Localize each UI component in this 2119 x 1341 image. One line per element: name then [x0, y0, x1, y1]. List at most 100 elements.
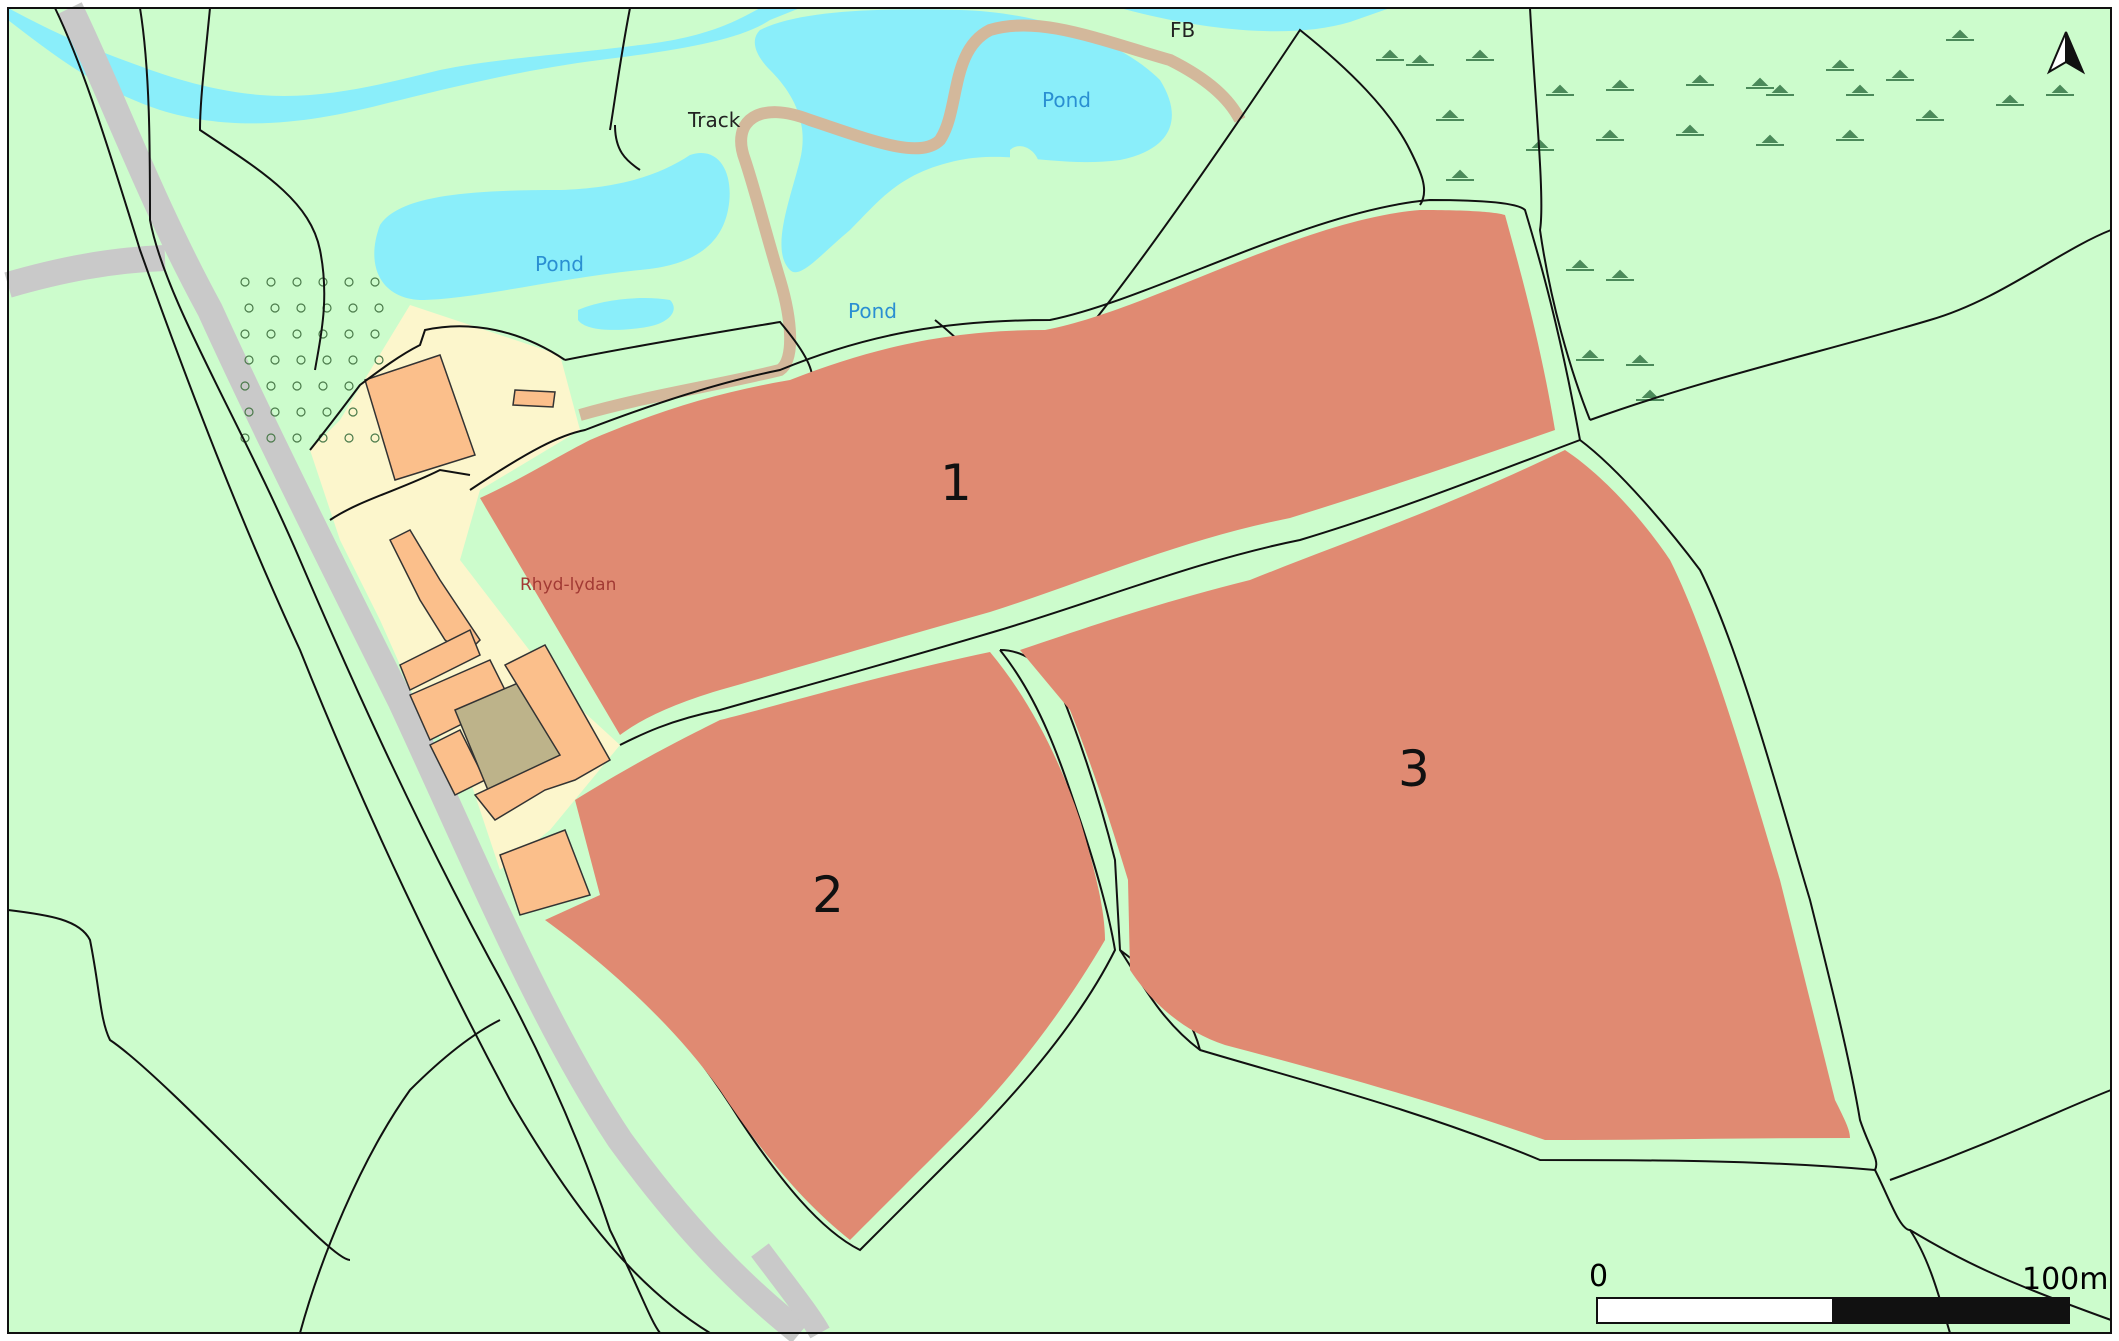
- pond-west-shape: [374, 153, 730, 300]
- woodland-tree-icon: [2046, 84, 2074, 96]
- woodland-tree-icon: [1746, 77, 1774, 89]
- scale-bar: 0 100m: [1589, 1259, 2108, 1324]
- orchard-tree-icon: [270, 303, 280, 313]
- building-shed-long: [473, 644, 612, 821]
- boundary-west-field: [7, 909, 351, 1261]
- parcel-3-label: 3: [1398, 740, 1430, 798]
- orchard-tree-icon: [266, 381, 276, 391]
- boundary-road-east: [54, 7, 711, 1334]
- orchard-tree-icon: [266, 329, 276, 339]
- north-arrow-icon: [2046, 31, 2086, 75]
- parcel-1-shape: [480, 210, 1555, 735]
- farm-track: [578, 19, 1246, 421]
- orchard-tree-icon: [266, 277, 276, 287]
- woodland-tree-icon: [1436, 109, 1464, 121]
- woodland-tree-icon: [1996, 94, 2024, 106]
- scale-bar-black-segment: [1832, 1297, 2070, 1324]
- woodland-tree-icon: [1886, 69, 1914, 81]
- river-east: [1120, 8, 1390, 32]
- map-border: [7, 7, 2112, 1334]
- parcel-2-label: 2: [812, 866, 844, 924]
- woodland-tree-icon: [1756, 134, 1784, 146]
- boundary-ne-strip: [1529, 7, 1591, 421]
- woodland-tree-icon: [1566, 259, 1594, 271]
- boundary-east: [1589, 229, 2112, 421]
- orchard-tree-icon: [270, 355, 280, 365]
- woodland-tree-icon: [1836, 129, 1864, 141]
- parcel-3-shape: [1020, 450, 1850, 1140]
- pond-south-shape: [578, 298, 674, 330]
- woodland: [1376, 29, 2074, 401]
- water-features: [8, 8, 1390, 330]
- map-labels: Track FB Pond Pond Pond Rhyd-lydan 1 2 3: [520, 18, 1430, 924]
- boundary-yard-top: [564, 320, 813, 376]
- orchard-tree-icon: [348, 303, 358, 313]
- scale-bar-white-segment: [1596, 1297, 1834, 1324]
- main-road: [58, 2, 809, 1341]
- boundary-north-centre: [609, 7, 631, 131]
- orchard-tree-icon: [344, 277, 354, 287]
- boundary-sw: [299, 1019, 501, 1334]
- boundary-ne-field: [1094, 28, 1426, 321]
- orchard-tree-icon: [296, 355, 306, 365]
- boundary-yard-bottom: [329, 468, 471, 521]
- boundary-yard-left: [309, 325, 566, 451]
- parcels: [480, 210, 1850, 1240]
- orchard-tree-icon: [348, 407, 358, 417]
- orchard-tree-icon: [240, 277, 250, 287]
- orchard-tree-icon: [296, 303, 306, 313]
- boundary-parcel1-outer: [469, 198, 1582, 746]
- orchard-tree-icon: [240, 381, 250, 391]
- orchard-tree-icon: [370, 433, 380, 443]
- orchard-tree-icon: [348, 355, 358, 365]
- orchard-tree-icon: [240, 329, 250, 339]
- orchard-tree-icon: [374, 303, 384, 313]
- scale-start-label: 0: [1589, 1259, 1608, 1294]
- orchard-tree-icon: [270, 407, 280, 417]
- woodland-tree-icon: [1546, 84, 1574, 96]
- building-outbuilding: [499, 829, 591, 916]
- orchard-tree-icon: [244, 303, 254, 313]
- woodland-tree-icon: [1606, 79, 1634, 91]
- orchard-tree-icon: [292, 381, 302, 391]
- woodland-tree-icon: [1686, 74, 1714, 86]
- boundary-north-track: [614, 124, 641, 171]
- orchard-tree-icon: [344, 381, 354, 391]
- orchard-tree-icon: [344, 433, 354, 443]
- boundary-road-west: [139, 7, 661, 1334]
- orchard-tree-icon: [322, 407, 332, 417]
- footbridge-label: FB: [1170, 18, 1195, 42]
- orchard-tree-icon: [370, 277, 380, 287]
- building-long: [399, 628, 481, 692]
- boundary-parcel3-outer: [999, 439, 1878, 1172]
- building-barn: [364, 354, 476, 481]
- orchard-tree-icon: [296, 407, 306, 417]
- orchard-tree-icon: [318, 381, 328, 391]
- orchard-tree-icon: [344, 329, 354, 339]
- pond-north-shape: [754, 9, 1172, 273]
- place-label: Rhyd-lydan: [520, 575, 616, 595]
- woodland-tree-icon: [1376, 49, 1404, 61]
- woodland-tree-icon: [1676, 124, 1704, 136]
- woodland-tree-icon: [1846, 84, 1874, 96]
- orchard-tree-icon: [292, 433, 302, 443]
- boundary-east-bottom: [1889, 1089, 2112, 1181]
- orchard-tree-icon: [374, 355, 384, 365]
- pond-south-label: Pond: [848, 299, 897, 323]
- woodland-tree-icon: [1596, 129, 1624, 141]
- parcel-2-shape: [545, 652, 1105, 1240]
- woodland-tree-icon: [1406, 54, 1434, 66]
- orchard-tree-icon: [244, 407, 254, 417]
- track-label: Track: [687, 108, 741, 132]
- woodland-tree-icon: [1446, 169, 1474, 181]
- side-road-south: [751, 1243, 830, 1339]
- orchard-tree-icon: [318, 329, 328, 339]
- orchard: [240, 277, 384, 443]
- farm-buildings: [364, 354, 612, 916]
- woodland-tree-icon: [1576, 349, 1604, 361]
- woodland-tree-icon: [1946, 29, 1974, 41]
- woodland-tree-icon: [1626, 354, 1654, 366]
- orchard-tree-icon: [322, 355, 332, 365]
